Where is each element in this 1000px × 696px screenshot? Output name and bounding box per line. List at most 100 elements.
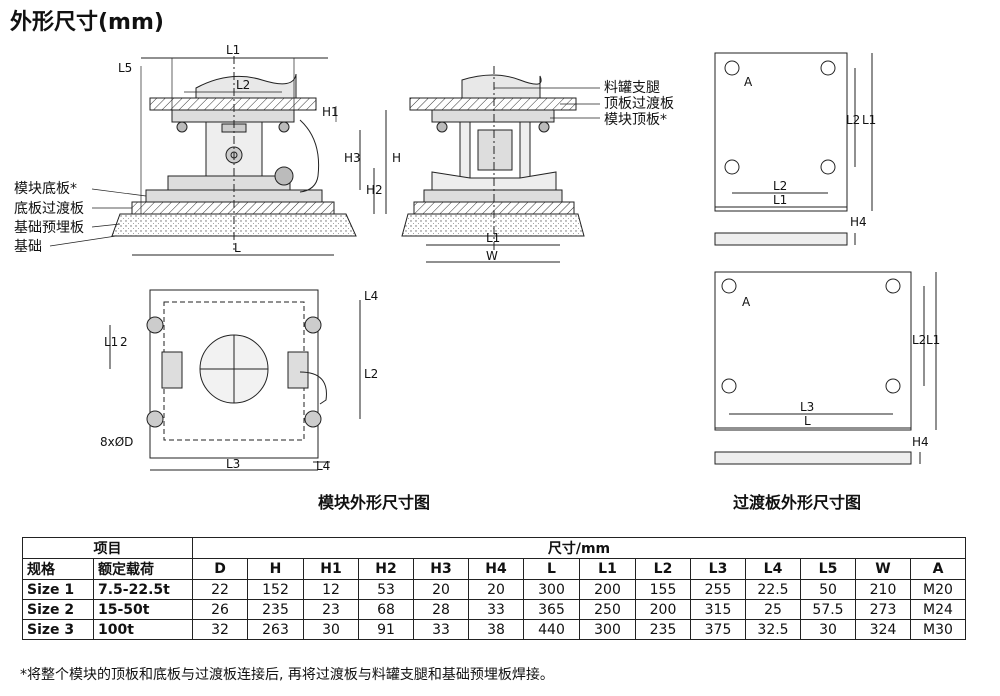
table-cell: 155 <box>635 579 691 600</box>
table-cell: 23 <box>303 599 359 620</box>
callout-module-top: 模块顶板* <box>604 112 667 128</box>
callout-foundation: 基础 <box>14 238 42 255</box>
row-load: 100t <box>93 619 193 640</box>
col-header: W <box>855 558 911 580</box>
dim-l1-adapter-v: L1 <box>862 113 876 127</box>
table-cell: 250 <box>579 599 636 620</box>
dim-h4-adapter2: H4 <box>912 435 929 449</box>
table-cell: 33 <box>468 599 524 620</box>
dim-l2-adapter-v: L2 <box>846 113 860 127</box>
dim-h2: H2 <box>366 183 383 197</box>
col-header: H1 <box>303 558 359 580</box>
table-cell: 375 <box>690 619 746 640</box>
col-spec: 规格 <box>22 558 94 580</box>
table-cell: 26 <box>192 599 248 620</box>
col-header: L5 <box>800 558 856 580</box>
callout-tank-leg: 料罐支腿 <box>604 80 660 96</box>
dim-l4-top: L4 <box>364 289 378 303</box>
col-header: L2 <box>635 558 691 580</box>
col-header: L4 <box>745 558 801 580</box>
table-cell: 53 <box>358 579 414 600</box>
table-cell: 263 <box>247 619 304 640</box>
col-load: 额定载荷 <box>93 558 193 580</box>
table-cell: 32.5 <box>745 619 801 640</box>
col-header: H <box>247 558 304 580</box>
dim-l4-bottom: L4 <box>316 459 330 473</box>
foundation-plate <box>111 213 357 237</box>
callout-base-adapter: 底板过渡板 <box>14 201 84 217</box>
col-header: L3 <box>690 558 746 580</box>
dim-a: A <box>744 75 753 89</box>
tank-leg <box>461 74 542 99</box>
callout-foundation-plate: 基础预埋板 <box>14 219 84 236</box>
table-cell: M24 <box>910 599 966 620</box>
col-header: D <box>192 558 248 580</box>
bolt-head <box>176 121 188 133</box>
dim-h4-adapter: H4 <box>850 215 867 229</box>
row-load: 7.5-22.5t <box>93 579 193 600</box>
table-cell: 91 <box>358 619 414 640</box>
table-cell: 38 <box>468 619 524 640</box>
cable <box>299 119 320 193</box>
adapter-plate-bottom <box>714 271 937 465</box>
table-cell: 33 <box>413 619 469 640</box>
dim-l1-side: L1 <box>486 231 500 245</box>
callout-module-base: 模块底板* <box>14 181 77 197</box>
dim-l1-half-num: L1 <box>104 335 118 349</box>
table-cell: 235 <box>247 599 304 620</box>
front-view <box>111 56 387 256</box>
table-cell: 20 <box>413 579 469 600</box>
bolt-hole-label: 8xØD <box>100 435 133 449</box>
dim-l3-top: L3 <box>226 457 240 471</box>
module-top-plate <box>171 109 295 123</box>
table-cell: 57.5 <box>800 599 856 620</box>
table-group-header: 项目 尺寸/mm <box>22 537 966 559</box>
dim-h: H <box>392 151 401 165</box>
dim-l1-adapter: L1 <box>773 193 787 207</box>
dim-l2-adapter: L2 <box>773 179 787 193</box>
dim-a-2: A <box>742 295 751 309</box>
dim-l-adapter: L <box>804 414 811 428</box>
dim-l2-top: L2 <box>364 367 378 381</box>
dim-l3-adapter: L3 <box>800 400 814 414</box>
table-cell: 32 <box>192 619 248 640</box>
top-view <box>109 289 361 471</box>
dim-l1-half-den: 2 <box>120 335 128 349</box>
base-adapter-plate <box>131 201 335 215</box>
table-cell: 324 <box>855 619 911 640</box>
table-cell: 12 <box>303 579 359 600</box>
row-spec: Size 1 <box>22 579 94 600</box>
dim-h1: H1 <box>322 105 339 119</box>
table-cell: 25 <box>745 599 801 620</box>
page-title: 外形尺寸(mm) <box>10 10 164 35</box>
module-caption: 模块外形尺寸图 <box>318 493 431 512</box>
footnote: *将整个模块的顶板和底板与过渡板连接后, 再将过渡板与料罐支腿和基础预埋板焊接。 <box>20 667 554 683</box>
table-cell: 22 <box>192 579 248 600</box>
table-cell: 273 <box>855 599 911 620</box>
bolt-head <box>278 121 290 133</box>
table-cell: M20 <box>910 579 966 600</box>
mount-bracket <box>167 175 291 191</box>
col-header: L <box>523 558 580 580</box>
col-header: A <box>910 558 966 580</box>
table-cell: 30 <box>303 619 359 640</box>
adapter-caption: 过渡板外形尺寸图 <box>733 493 862 512</box>
dim-l: L <box>234 241 241 255</box>
table-cell: 22.5 <box>745 579 801 600</box>
table-cell: 200 <box>635 599 691 620</box>
table-cell: 68 <box>358 599 414 620</box>
side-view <box>401 66 600 263</box>
dim-w: W <box>486 249 498 263</box>
col-header: H3 <box>413 558 469 580</box>
cable-connector <box>274 166 294 186</box>
callout-top-adapter: 顶板过渡板 <box>604 96 674 112</box>
table-cell: 300 <box>523 579 580 600</box>
table-cell: 30 <box>800 619 856 640</box>
dim-l2-adapter2-v: L2 <box>912 333 926 347</box>
dim-h3: H3 <box>344 151 361 165</box>
dim-l1: L1 <box>226 43 240 57</box>
